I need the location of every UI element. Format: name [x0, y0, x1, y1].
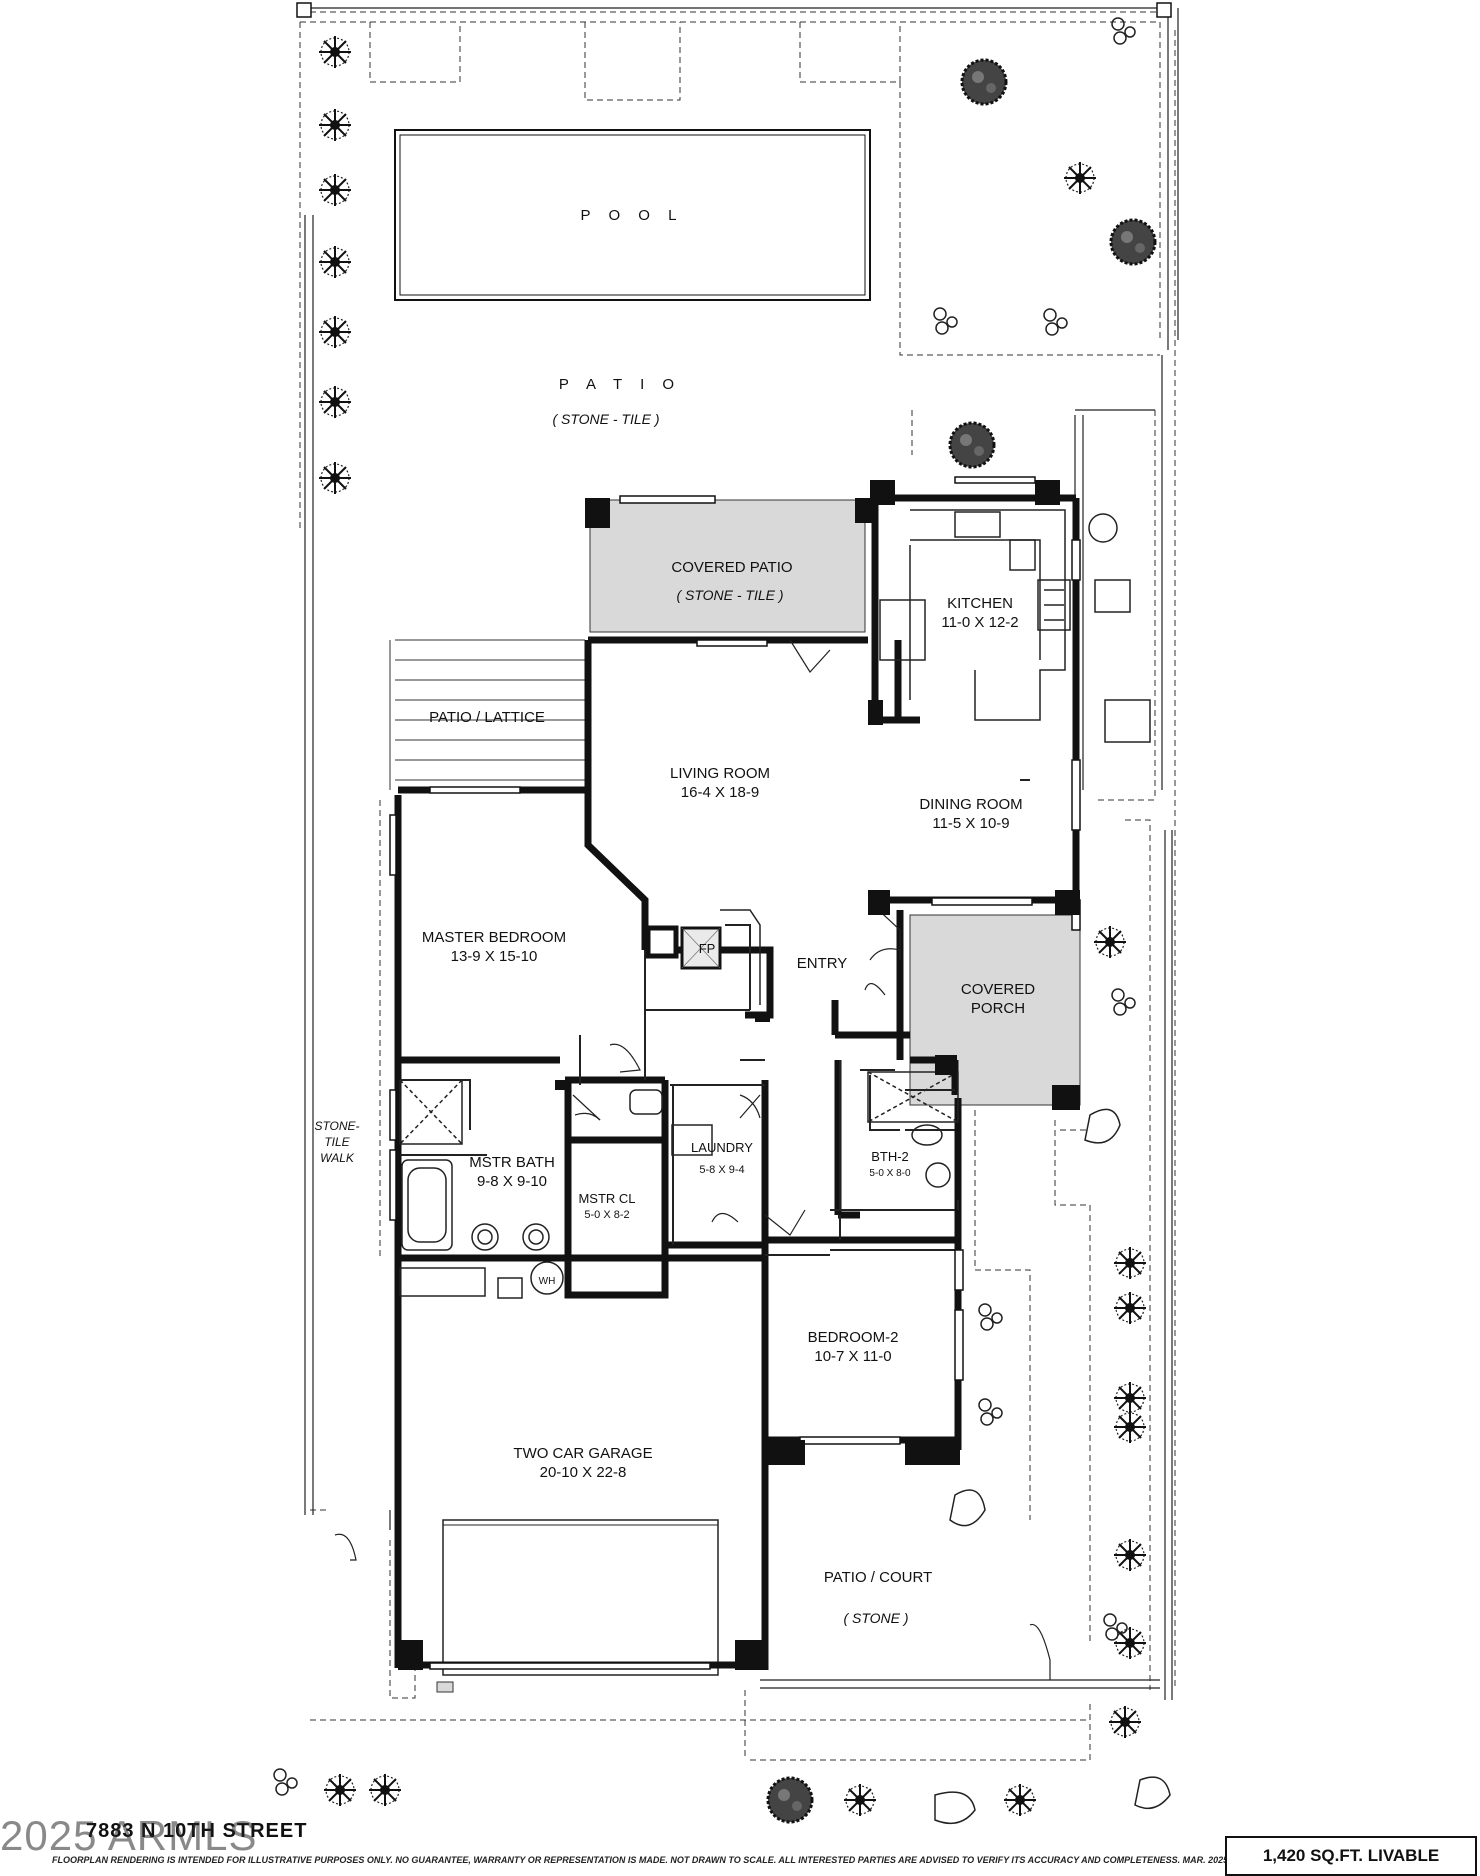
- master-bedroom-name: MASTER BEDROOM: [421, 929, 567, 946]
- property-address: 7883 N 10TH STREET: [86, 1820, 308, 1842]
- disclaimer-text: FLOORPLAN RENDERING IS INTENDED FOR ILLU…: [52, 1855, 1231, 1865]
- patio-lattice-label: PATIO / LATTICE: [429, 709, 545, 726]
- covered-porch-line-1: COVERED: [960, 981, 1036, 998]
- door-swings: [334, 639, 1051, 1680]
- bedroom2-dimensions: 10-7 X 11-0: [814, 1348, 892, 1365]
- patio-court-label: PATIO / COURT: [823, 1569, 933, 1586]
- master-bedroom-dimensions: 13-9 X 15-10: [450, 948, 538, 965]
- master-bath-dimensions: 9-8 X 9-10: [476, 1173, 548, 1190]
- livable-area-text: 1,420 SQ.FT. LIVABLE: [1262, 1846, 1440, 1865]
- bath2-name: BTH-2: [871, 1149, 909, 1164]
- laundry-name: LAUNDRY: [691, 1140, 753, 1155]
- lot-lines: [299, 11, 1176, 1761]
- corner-post-nw: [296, 2, 312, 18]
- master-closet-dimensions: 5-0 X 8-2: [584, 1209, 630, 1221]
- living-room-label: LIVING ROOM 16-4 X 18-9: [670, 764, 770, 802]
- dining-room-label: DINING ROOM 11-5 X 10-9: [919, 795, 1022, 833]
- kitchen-label: KITCHEN 11-0 X 12-2: [941, 594, 1018, 632]
- patio-label: P A T I O: [558, 376, 682, 393]
- exterior-pads: [1088, 513, 1151, 743]
- stone-walk-line-1: STONE-: [314, 1119, 360, 1133]
- stone-tile-walk-label: STONE- TILE WALK: [314, 1118, 359, 1166]
- posts: [398, 480, 1080, 1670]
- living-room-dimensions: 16-4 X 18-9: [680, 784, 760, 801]
- covered-patio-material-label: ( STONE - TILE ): [676, 587, 784, 603]
- master-bath-label: MSTR BATH 9-8 X 9-10: [469, 1153, 555, 1191]
- dining-room-dimensions: 11-5 X 10-9: [932, 815, 1010, 832]
- kitchen-counters: [879, 509, 1071, 721]
- bath-fixtures: [399, 1071, 959, 1299]
- corner-post-ne: [1156, 2, 1172, 18]
- entry-label: ENTRY: [796, 955, 848, 972]
- covered-patio-label: COVERED PATIO: [671, 559, 793, 576]
- bedroom2-name: BEDROOM-2: [807, 1329, 899, 1346]
- patio-lattice-lines: [389, 639, 585, 790]
- bath2-label: BTH-2 5-0 X 8-0: [869, 1148, 910, 1182]
- master-closet-name: MSTR CL: [578, 1191, 636, 1206]
- copyright-watermark: 2025 ARMLS: [0, 1812, 258, 1859]
- bath2-dimensions: 5-0 X 8-0: [869, 1168, 911, 1179]
- water-heater-label: WH: [538, 1276, 556, 1287]
- master-closet-label: MSTR CL 5-0 X 8-2: [578, 1190, 635, 1224]
- garage-dimensions: 20-10 X 22-8: [539, 1464, 627, 1481]
- covered-areas: [436, 499, 1081, 1693]
- dining-room-name: DINING ROOM: [919, 796, 1023, 813]
- patio-court-material-label: ( STONE ): [843, 1610, 909, 1626]
- kitchen-dimensions: 11-0 X 12-2: [941, 614, 1019, 631]
- livable-area-box: 1,420 SQ.FT. LIVABLE: [1225, 1836, 1477, 1876]
- laundry-label: LAUNDRY 5-8 X 9-4: [691, 1133, 753, 1177]
- pool-shape: [394, 129, 871, 301]
- pool-label: P O O L: [580, 207, 684, 224]
- stone-walk-line-2: TILE: [324, 1135, 350, 1149]
- bedroom2-label: BEDROOM-2 10-7 X 11-0: [808, 1328, 899, 1366]
- laundry-dimensions: 5-8 X 9-4: [699, 1164, 745, 1176]
- windows: [389, 476, 1081, 1670]
- patio-material-label: ( STONE - TILE ): [552, 411, 660, 427]
- living-room-name: LIVING ROOM: [669, 765, 771, 782]
- interior-thin-walls: [400, 779, 1030, 1256]
- fireplace-label: FP: [698, 941, 716, 956]
- covered-porch-line-2: PORCH: [970, 1000, 1026, 1017]
- stone-walk-line-3: WALK: [320, 1151, 354, 1165]
- master-bedroom-label: MASTER BEDROOM 13-9 X 15-10: [422, 928, 566, 966]
- perimeter-walls: [300, 7, 1179, 1700]
- garage-door: [442, 1519, 719, 1676]
- landscaping: [273, 17, 1171, 1825]
- covered-porch-label: COVERED PORCH: [961, 980, 1035, 1018]
- garage-label: TWO CAR GARAGE 20-10 X 22-8: [513, 1444, 652, 1482]
- kitchen-name: KITCHEN: [947, 595, 1013, 612]
- master-bath-name: MSTR BATH: [469, 1154, 555, 1171]
- garage-name: TWO CAR GARAGE: [513, 1445, 653, 1462]
